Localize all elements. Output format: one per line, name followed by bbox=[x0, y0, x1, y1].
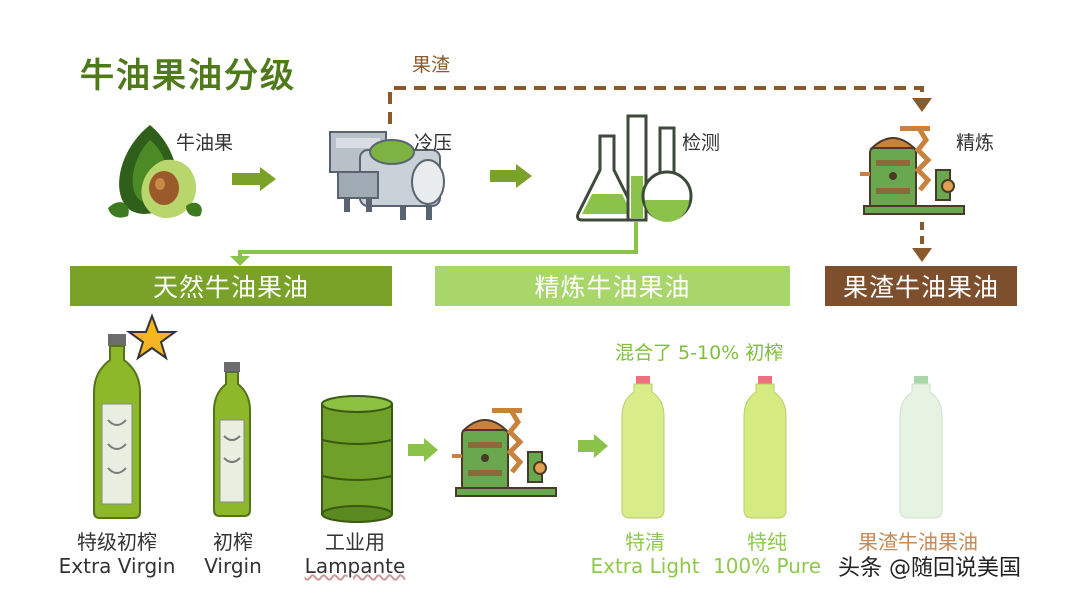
testing-to-natural-arrow bbox=[238, 222, 638, 258]
grade-zh: 特级初榨 bbox=[77, 530, 157, 554]
grade-en: Lampante bbox=[304, 554, 406, 578]
grade-pomace: 果渣牛油果油 bbox=[848, 530, 988, 554]
extra-virgin-bottle-icon bbox=[93, 334, 141, 519]
label-refining: 精炼 bbox=[956, 132, 995, 154]
arrow-right-icon bbox=[408, 438, 438, 462]
label-avocado: 牛油果 bbox=[176, 132, 234, 154]
refinery-icon bbox=[452, 408, 557, 497]
grade-lampante: 工业用 Lampante bbox=[300, 530, 410, 578]
grade-en: Extra Light bbox=[590, 554, 700, 578]
pomace-bottle-icon bbox=[899, 376, 943, 519]
cold-press-machine-icon bbox=[329, 131, 445, 220]
grade-pure: 特纯 100% Pure bbox=[708, 530, 826, 578]
barrel-icon bbox=[321, 395, 393, 523]
grade-zh: 特清 bbox=[625, 530, 665, 554]
pure-bottle-icon bbox=[743, 376, 787, 519]
grade-zh: 果渣牛油果油 bbox=[858, 530, 978, 554]
grade-zh: 初榨 bbox=[213, 530, 253, 554]
category-natural: 天然牛油果油 bbox=[70, 266, 392, 306]
category-refined: 精炼牛油果油 bbox=[435, 266, 790, 306]
grade-en: Extra Virgin bbox=[58, 554, 176, 578]
page-title: 牛油果油分级 bbox=[80, 56, 296, 96]
avocado-icon bbox=[108, 125, 202, 219]
arrow-right-icon bbox=[232, 167, 276, 191]
label-residue: 果渣 bbox=[412, 54, 451, 76]
blend-note: 混合了 5-10% 初榨 bbox=[615, 342, 784, 364]
grade-zh: 工业用 bbox=[325, 530, 385, 554]
watermark: 头条 @随回说美国 bbox=[838, 556, 1021, 581]
label-testing: 检测 bbox=[682, 132, 721, 154]
virgin-bottle-icon bbox=[213, 362, 251, 517]
residue-arrowhead bbox=[912, 98, 932, 112]
label-cold-press: 冷压 bbox=[414, 132, 453, 154]
grade-en: 100% Pure bbox=[712, 554, 821, 578]
grade-virgin: 初榨 Virgin bbox=[188, 530, 278, 578]
arrow-right-icon bbox=[490, 164, 532, 188]
arrow-right-icon bbox=[578, 434, 608, 458]
grade-extra-virgin: 特级初榨 Extra Virgin bbox=[52, 530, 182, 578]
residue-dashed-arrow bbox=[388, 86, 924, 124]
lab-flask-icon bbox=[576, 114, 693, 222]
grade-en: Virgin bbox=[204, 554, 262, 578]
grade-extra-light: 特清 Extra Light bbox=[586, 530, 704, 578]
extra-light-bottle-icon bbox=[621, 376, 665, 519]
category-pomace: 果渣牛油果油 bbox=[825, 266, 1017, 306]
grade-zh: 特纯 bbox=[747, 530, 787, 554]
star-icon bbox=[125, 313, 179, 361]
refinery-icon bbox=[860, 126, 965, 215]
